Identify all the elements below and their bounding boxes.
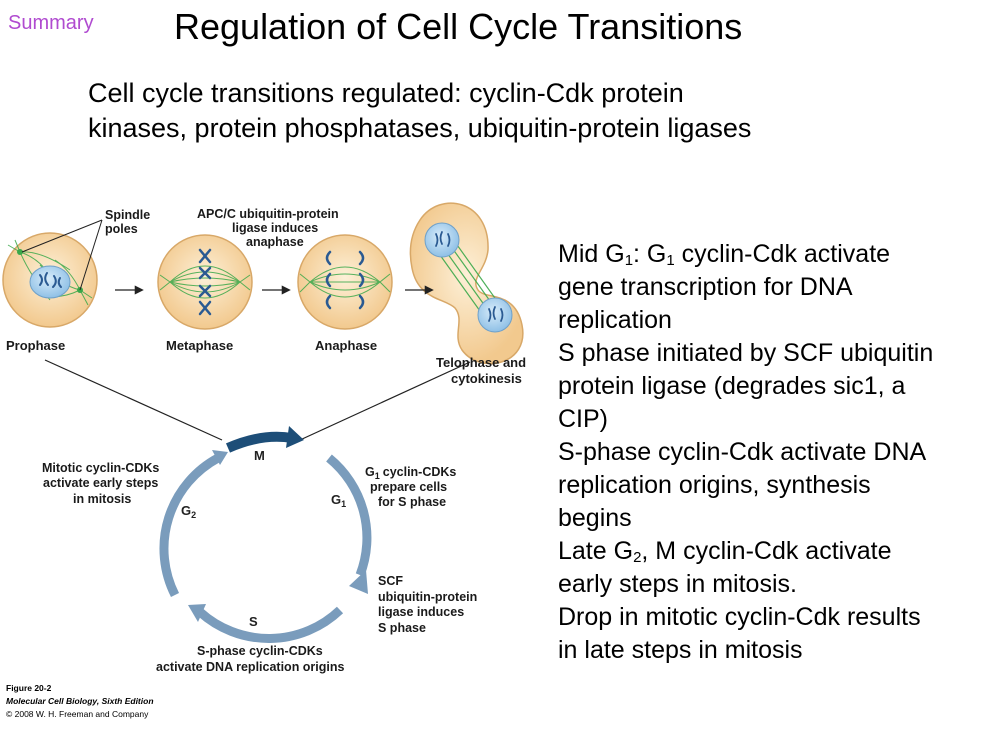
text-run: early steps in mitosis. <box>558 570 797 598</box>
summary-line: replication origins, synthesis <box>558 469 983 502</box>
subtitle-line-1: Cell cycle transitions regulated: cyclin… <box>88 78 684 108</box>
text-run: in late steps in mitosis <box>558 636 803 664</box>
label-scf-1: SCF <box>378 574 403 588</box>
label-sphase-2: activate DNA replication origins <box>156 660 345 674</box>
summary-line: begins <box>558 502 983 535</box>
label-mitotic-1: Mitotic cyclin-CDKs <box>42 461 159 475</box>
summary-line: gene transcription for DNA <box>558 271 983 304</box>
cell-cycle-ring <box>159 426 372 643</box>
subscript: 1 <box>666 252 675 269</box>
summary-line: CIP) <box>558 403 983 436</box>
figure-copyright: © 2008 W. H. Freeman and Company <box>6 709 149 719</box>
summary-line: S phase initiated by SCF ubiquitin <box>558 337 983 370</box>
summary-line: early steps in mitosis. <box>558 568 983 601</box>
label-mitotic-2: activate early steps <box>43 476 158 490</box>
label-phase-s: S <box>249 614 258 629</box>
label-apc-1: APC/C ubiquitin-protein <box>197 207 339 221</box>
cell-cycle-figure: Spindle poles APC/C ubiquitin-protein li… <box>2 202 526 674</box>
text-run: replication origins, synthesis <box>558 471 871 499</box>
subtitle-line-2: kinases, protein phosphatases, ubiquitin… <box>88 113 752 143</box>
figure-number: Figure 20-2 <box>6 683 52 693</box>
text-run: S phase initiated by SCF ubiquitin <box>558 339 934 367</box>
text-run: Mid G <box>558 240 625 268</box>
summary-line: Drop in mitotic cyclin-Cdk results <box>558 601 983 634</box>
label-phase-g1: G1 <box>331 492 346 509</box>
summary-line: Mid G1: G1 cyclin-Cdk activate <box>558 238 983 271</box>
text-run: Drop in mitotic cyclin-Cdk results <box>558 603 921 631</box>
label-g1cdk-2: prepare cells <box>370 480 447 494</box>
summary-line: Late G2, M cyclin-Cdk activate <box>558 535 983 568</box>
anaphase-cell <box>297 234 393 330</box>
label-apc-3: anaphase <box>246 235 304 249</box>
subscript: 1 <box>624 252 634 269</box>
label-prophase: Prophase <box>6 338 65 353</box>
label-scf-3: ligase induces <box>378 605 464 619</box>
spindle-pointer-lines <box>21 219 103 291</box>
label-apc-2: ligase induces <box>232 221 318 235</box>
label-telophase-2: cytokinesis <box>451 371 522 386</box>
label-phase-g2: G2 <box>181 503 196 520</box>
text-run: , M cyclin-Cdk activate <box>641 537 892 565</box>
text-run: protein ligase (degrades sic1, a <box>558 372 906 400</box>
summary-line: replication <box>558 304 983 337</box>
text-run: gene transcription for DNA <box>558 273 853 301</box>
label-scf-2: ubiquitin-protein <box>378 590 477 604</box>
connector-lines <box>44 359 471 441</box>
text-run: begins <box>558 504 632 532</box>
text-run: CIP) <box>558 405 608 433</box>
text-run: S-phase cyclin-Cdk activate DNA <box>558 438 927 466</box>
subscript: 2 <box>633 549 642 566</box>
section-label: Summary <box>8 12 94 34</box>
summary-line: in late steps in mitosis <box>558 634 983 667</box>
label-scf-4: S phase <box>378 621 426 635</box>
summary-line: protein ligase (degrades sic1, a <box>558 370 983 403</box>
text-run: Late G <box>558 537 634 565</box>
label-spindle-1: Spindle <box>105 208 150 222</box>
summary-line: S-phase cyclin-Cdk activate DNA <box>558 436 983 469</box>
label-mitotic-3: in mitosis <box>73 492 131 506</box>
label-anaphase: Anaphase <box>315 338 377 353</box>
label-phase-m: M <box>254 448 265 463</box>
slide-title: Regulation of Cell Cycle Transitions <box>174 6 743 47</box>
label-telophase-1: Telophase and <box>436 355 526 370</box>
label-g1cdk-3: for S phase <box>378 495 446 509</box>
telophase-cell <box>409 202 524 365</box>
text-run: cyclin-Cdk activate <box>674 240 891 268</box>
label-metaphase: Metaphase <box>166 338 233 353</box>
text-run: replication <box>558 306 672 334</box>
metaphase-cell <box>157 234 253 330</box>
text-run: : G <box>633 240 667 268</box>
figure-source: Molecular Cell Biology, Sixth Edition <box>6 696 154 706</box>
label-spindle-2: poles <box>105 222 138 236</box>
label-sphase-1: S-phase cyclin-CDKs <box>197 644 323 658</box>
